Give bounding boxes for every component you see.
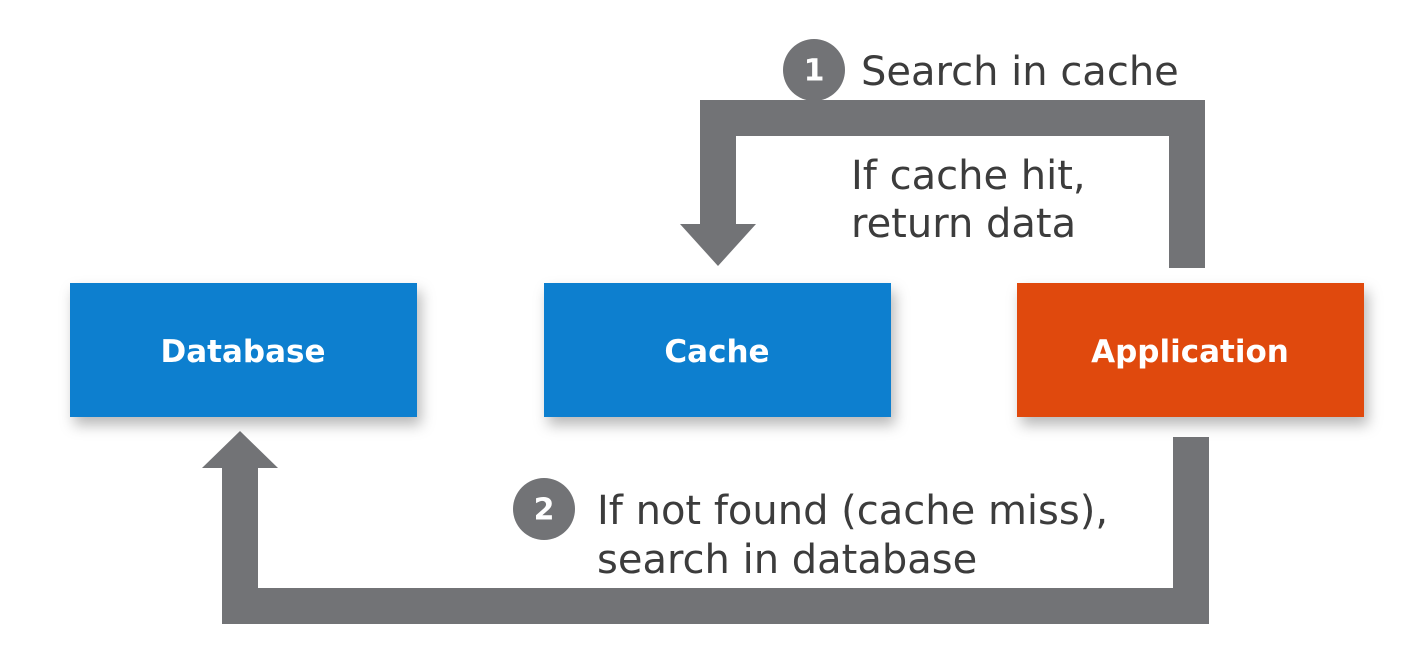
database-node bbox=[70, 283, 417, 417]
cache-box bbox=[544, 283, 891, 417]
cache-hit-line-1: If cache hit, bbox=[851, 153, 1086, 199]
application-box bbox=[1017, 283, 1364, 417]
database-box bbox=[70, 283, 417, 417]
search-database-arrow bbox=[202, 431, 1209, 624]
search-database-arrow-line bbox=[222, 437, 1209, 624]
step-1-text: Search in cache bbox=[861, 49, 1179, 95]
cache-miss-line-1: If not found (cache miss), bbox=[597, 488, 1108, 534]
step-2-badge-circle bbox=[513, 478, 575, 540]
search-cache-arrow bbox=[680, 100, 1205, 268]
step-1-number: 1 bbox=[804, 54, 825, 89]
search-database-arrowhead bbox=[202, 431, 278, 468]
cache-miss-line-2: search in database bbox=[597, 537, 977, 583]
cache-hit-line-2: return data bbox=[851, 201, 1076, 247]
search-cache-arrow-line bbox=[700, 100, 1205, 268]
cache-node bbox=[544, 283, 891, 417]
step-2-number: 2 bbox=[534, 493, 555, 528]
database-label: Database bbox=[161, 334, 326, 370]
step-1-badge-circle bbox=[783, 39, 845, 101]
application-node bbox=[1017, 283, 1364, 417]
search-cache-arrowhead bbox=[680, 224, 756, 266]
cache-label: Cache bbox=[664, 334, 769, 370]
step-2-badge: 2 bbox=[513, 478, 575, 540]
application-label: Application bbox=[1091, 334, 1289, 370]
step-1-badge: 1 bbox=[783, 39, 845, 101]
